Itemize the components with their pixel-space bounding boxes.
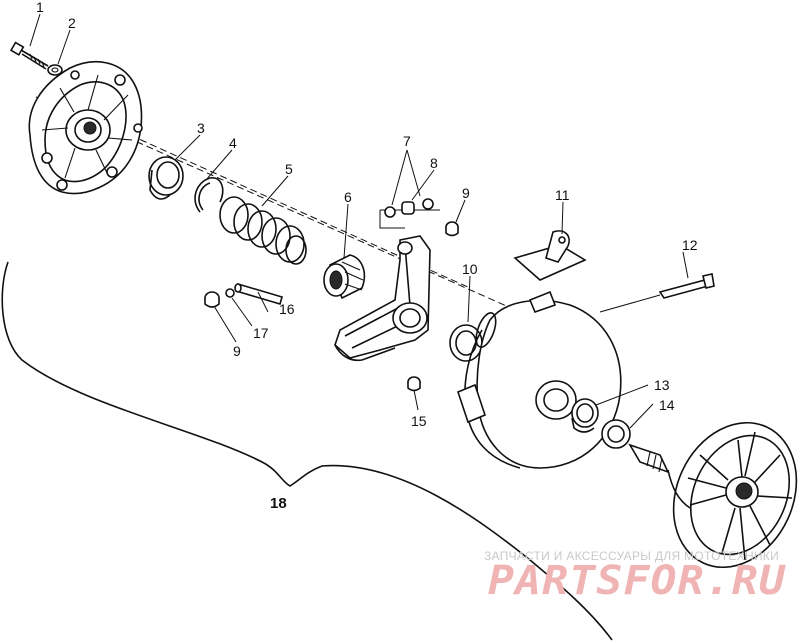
label-11: 11 <box>555 187 570 203</box>
part-spring <box>219 196 307 265</box>
part-bushing-pair <box>571 398 631 449</box>
label-16: 16 <box>279 301 295 317</box>
label-9-left: 9 <box>233 343 241 359</box>
part-labels: 1 2 3 4 5 6 7 8 9 10 11 12 13 14 15 16 1… <box>36 0 698 512</box>
part-bushing-ring <box>148 156 184 200</box>
watermark-logo: PARTSFOR.RU <box>488 558 786 604</box>
part-snap-ring <box>194 177 224 213</box>
part-fixed-sheave <box>628 421 798 569</box>
label-10: 10 <box>462 261 478 277</box>
label-14: 14 <box>659 397 675 413</box>
part-small-cap <box>445 221 459 237</box>
part-bushing-kit <box>379 198 440 229</box>
label-8: 8 <box>430 155 438 171</box>
leader-lines <box>29 13 689 429</box>
part-spider-roller <box>323 254 366 300</box>
part-long-bolt <box>599 273 715 313</box>
label-12: 12 <box>682 237 698 253</box>
watermark: ЗАПЧАСТИ И АКСЕССУАРЫ ДЛЯ МОТОТЕХНИКИ PA… <box>484 549 786 604</box>
watermark-tagline: ЗАПЧАСТИ И АКСЕССУАРЫ ДЛЯ МОТОТЕХНИКИ <box>484 549 779 563</box>
part-cover-plate <box>28 60 143 195</box>
group-bracket <box>1 261 613 641</box>
part-cap-washer <box>204 288 235 308</box>
label-1: 1 <box>36 0 44 15</box>
part-clip <box>513 230 587 281</box>
label-13: 13 <box>654 377 670 393</box>
label-17: 17 <box>253 325 269 341</box>
label-4: 4 <box>229 135 237 151</box>
label-18: 18 <box>270 495 287 512</box>
label-3: 3 <box>197 120 205 136</box>
label-5: 5 <box>285 161 293 177</box>
label-2: 2 <box>68 15 76 31</box>
label-15: 15 <box>411 413 427 429</box>
part-bolt <box>9 41 49 70</box>
label-7: 7 <box>403 133 411 149</box>
part-washer <box>47 64 63 76</box>
label-9-right: 9 <box>462 185 470 201</box>
part-small-nut <box>407 376 421 392</box>
label-6: 6 <box>344 189 352 205</box>
part-arm-assembly <box>334 235 431 362</box>
part-movable-sheave <box>457 290 622 469</box>
